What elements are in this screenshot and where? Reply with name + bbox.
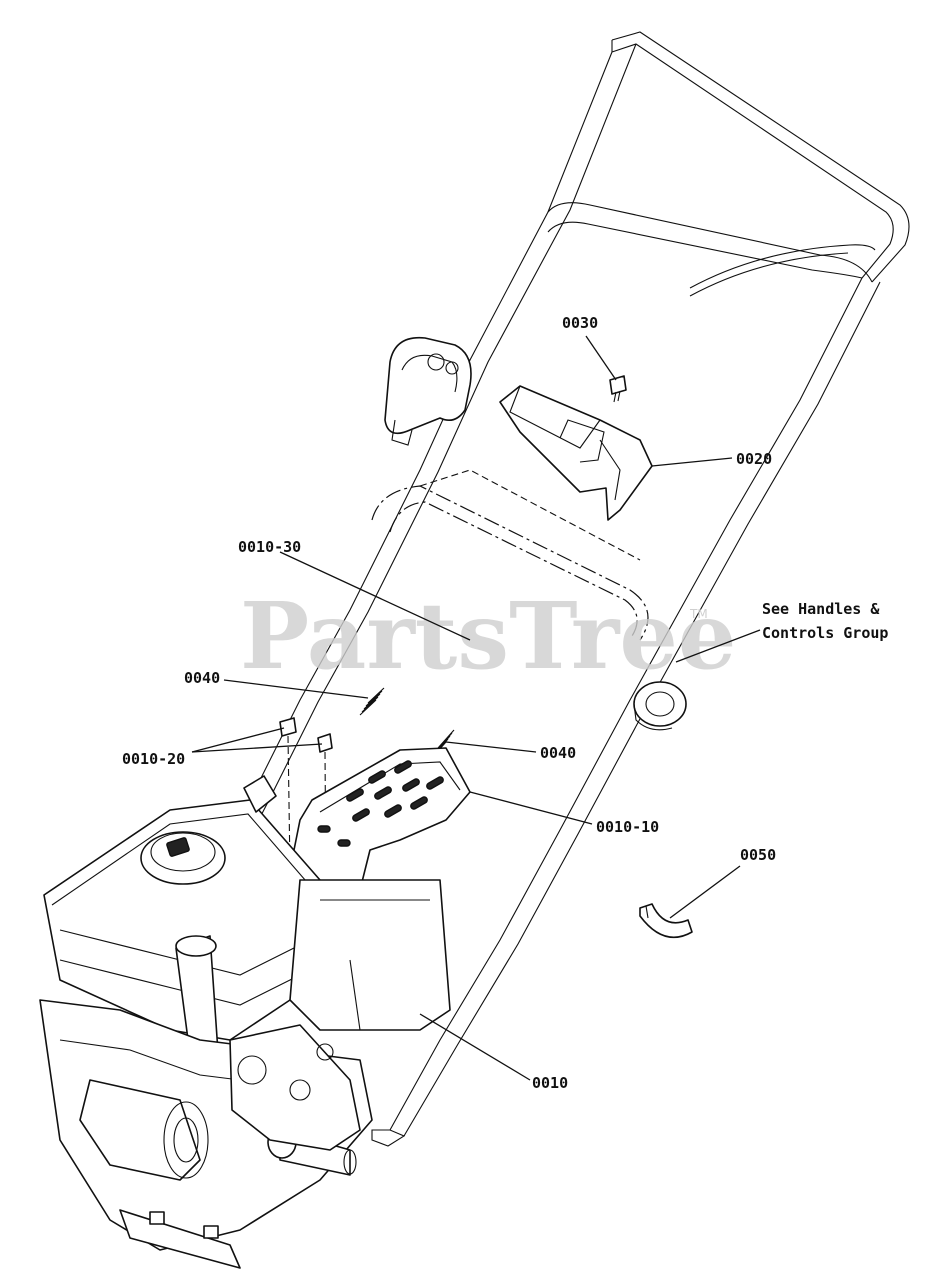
leader-0010 [419, 1013, 531, 1081]
clip-part-0050 [639, 903, 693, 939]
callout-0010: 0010 [532, 1074, 568, 1092]
watermark: PartsTree TM [240, 582, 736, 690]
callout-0040-b: 0040 [540, 744, 576, 762]
svg-text:TM: TM [689, 607, 708, 621]
leader-lines [191, 335, 761, 1081]
callout-0010-10: 0010-10 [596, 818, 659, 836]
handle-frame [199, 31, 910, 1147]
leader-0020 [651, 457, 733, 467]
engine-part-0010 [39, 775, 451, 1269]
leader-0010-30 [279, 551, 471, 641]
callout-0020: 0020 [736, 450, 772, 468]
bolt-part-0030 [609, 375, 627, 403]
leader-0050 [669, 865, 741, 919]
rope-guide-part [384, 336, 472, 446]
callout-0030: 0030 [562, 314, 598, 332]
leader-see-handles [675, 629, 761, 663]
see-handles-note-line1: See Handles & [762, 600, 880, 618]
callout-0050: 0050 [740, 846, 776, 864]
see-handles-note-line2: Controls Group [762, 624, 888, 642]
leader-0040-b [445, 741, 537, 753]
svg-text:PartsTree: PartsTree [240, 582, 736, 690]
callout-labels: 0030 0020 0010-30 0040 0010-20 0040 0010… [122, 314, 888, 1092]
leader-0010-20-b [191, 743, 323, 753]
vent-slots [317, 760, 444, 847]
callout-0040-a: 0040 [184, 669, 220, 687]
heat-shield-part-0010-10 [289, 747, 471, 896]
callout-0010-30: 0010-30 [238, 538, 301, 556]
cover-part-0020 [499, 385, 653, 521]
leader-0010-20-a [191, 727, 285, 753]
leader-0040-a [223, 679, 369, 699]
callout-0010-20: 0010-20 [122, 750, 185, 768]
leader-0010-10 [469, 791, 593, 825]
roller-part [633, 681, 687, 731]
leader-0030 [585, 335, 617, 381]
